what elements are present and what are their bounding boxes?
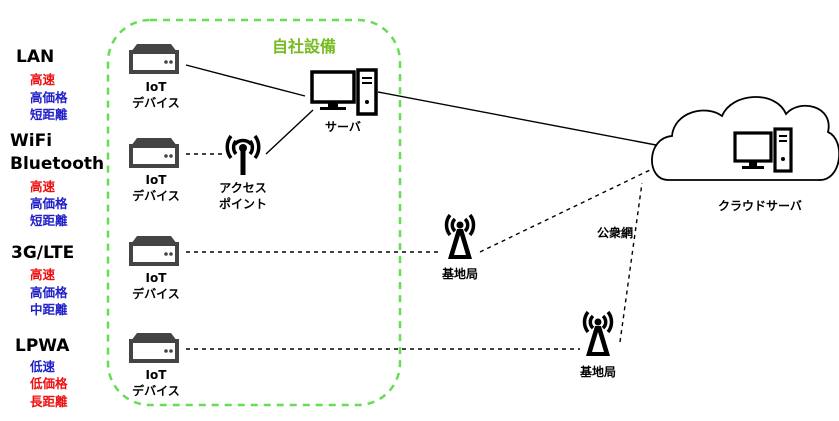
public-network-label: 公衆網 <box>596 226 633 240</box>
tech-prop: 高速 <box>30 72 56 87</box>
device-label: IoT デバイス <box>124 172 188 204</box>
device-label-line1: IoT <box>145 80 167 94</box>
access-point-label-line2: ポイント <box>218 197 267 211</box>
tech-prop: 高速 <box>30 267 56 282</box>
base-station-label: 基地局 <box>579 365 616 379</box>
server-icon <box>733 127 793 173</box>
tech-prop: 高価格 <box>30 90 68 105</box>
device-icon <box>129 236 179 266</box>
tech-prop: 高価格 <box>30 285 68 300</box>
tech-name-lan: LAN <box>16 47 55 67</box>
server-cloud-link <box>377 91 657 146</box>
base-station-label: 基地局 <box>441 267 478 281</box>
device-label: IoT デバイス <box>124 270 188 302</box>
tech-prop: 短距離 <box>30 213 68 228</box>
tech-prop: 低速 <box>30 359 56 374</box>
device-label-line2: デバイス <box>132 189 180 203</box>
tech-name-3g-lte: 3G/LTE <box>11 243 75 263</box>
access-point-icon <box>225 134 261 175</box>
tech-prop: 高価格 <box>30 196 68 211</box>
tech-name-bluetooth: Bluetooth <box>10 154 105 174</box>
cloud-server-label: クラウドサーバ <box>718 199 802 213</box>
device-label-line2: デバイス <box>132 96 180 110</box>
tech-prop: 短距離 <box>30 107 68 122</box>
device-label-line2: デバイス <box>132 384 180 398</box>
access-point-label: アクセス ポイント <box>205 180 281 212</box>
tech-prop: 中距離 <box>30 302 68 317</box>
tech-prop: 低価格 <box>30 376 68 391</box>
server-icon <box>310 68 378 116</box>
device-label-line2: デバイス <box>132 287 180 301</box>
tech-prop: 長距離 <box>30 394 68 409</box>
device-label-line1: IoT <box>145 271 167 285</box>
premises-boundary <box>106 18 402 407</box>
tech-name-lpwa: LPWA <box>15 336 70 356</box>
lpwa-public-link <box>619 182 643 343</box>
tech-name-wifi: WiFi <box>10 131 53 151</box>
device-icon <box>129 138 179 168</box>
tech-prop: 高速 <box>30 179 56 194</box>
device-icon <box>129 333 179 363</box>
device-label-line1: IoT <box>145 173 167 187</box>
device-label: IoT デバイス <box>124 79 188 111</box>
device-label-line1: IoT <box>145 368 167 382</box>
ap-server-link <box>265 109 314 155</box>
server-label: サーバ <box>325 120 361 134</box>
device-icon <box>129 44 179 74</box>
lan-link <box>185 64 306 97</box>
access-point-label-line1: アクセス <box>219 181 267 195</box>
premises-title: 自社設備 <box>272 37 337 56</box>
device-label: IoT デバイス <box>124 367 188 399</box>
antenna-icon <box>582 310 614 356</box>
antenna-icon <box>444 213 476 259</box>
